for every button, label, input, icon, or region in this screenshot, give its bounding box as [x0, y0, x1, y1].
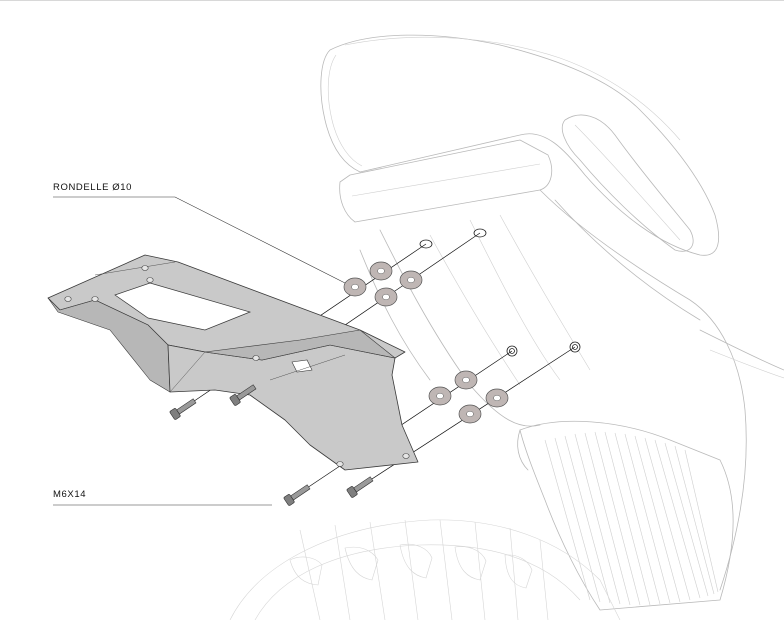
plate-hole-1	[141, 265, 149, 271]
bracket-cutout	[114, 282, 252, 331]
bracket-small-slot	[291, 359, 313, 373]
screw-3	[283, 484, 311, 506]
screw-label: M6X14	[53, 489, 87, 500]
label-leaders	[53, 196, 346, 506]
screw-2	[229, 384, 257, 406]
plate-hole-6	[336, 461, 344, 467]
washer-leader	[53, 196, 346, 284]
washers-lower	[428, 370, 509, 424]
screw-1	[169, 398, 197, 420]
radiator-fins	[544, 431, 719, 606]
top-divider	[0, 0, 784, 1]
bracket-plate	[47, 254, 419, 471]
washer-label: RONDELLE Ø10	[53, 182, 133, 193]
plate-hole-5	[252, 355, 260, 361]
tire-tread-ghost	[229, 519, 621, 620]
screw-4	[346, 476, 374, 498]
plate-hole-2	[146, 277, 154, 283]
plate-hole-7	[402, 453, 410, 459]
frame-mount-nuts	[419, 228, 581, 357]
plate-hole-3	[64, 296, 72, 302]
screws	[169, 384, 374, 506]
washers-upper	[343, 261, 423, 307]
motorcycle-ghost-outline	[320, 34, 784, 611]
plate-hole-4	[91, 296, 99, 302]
